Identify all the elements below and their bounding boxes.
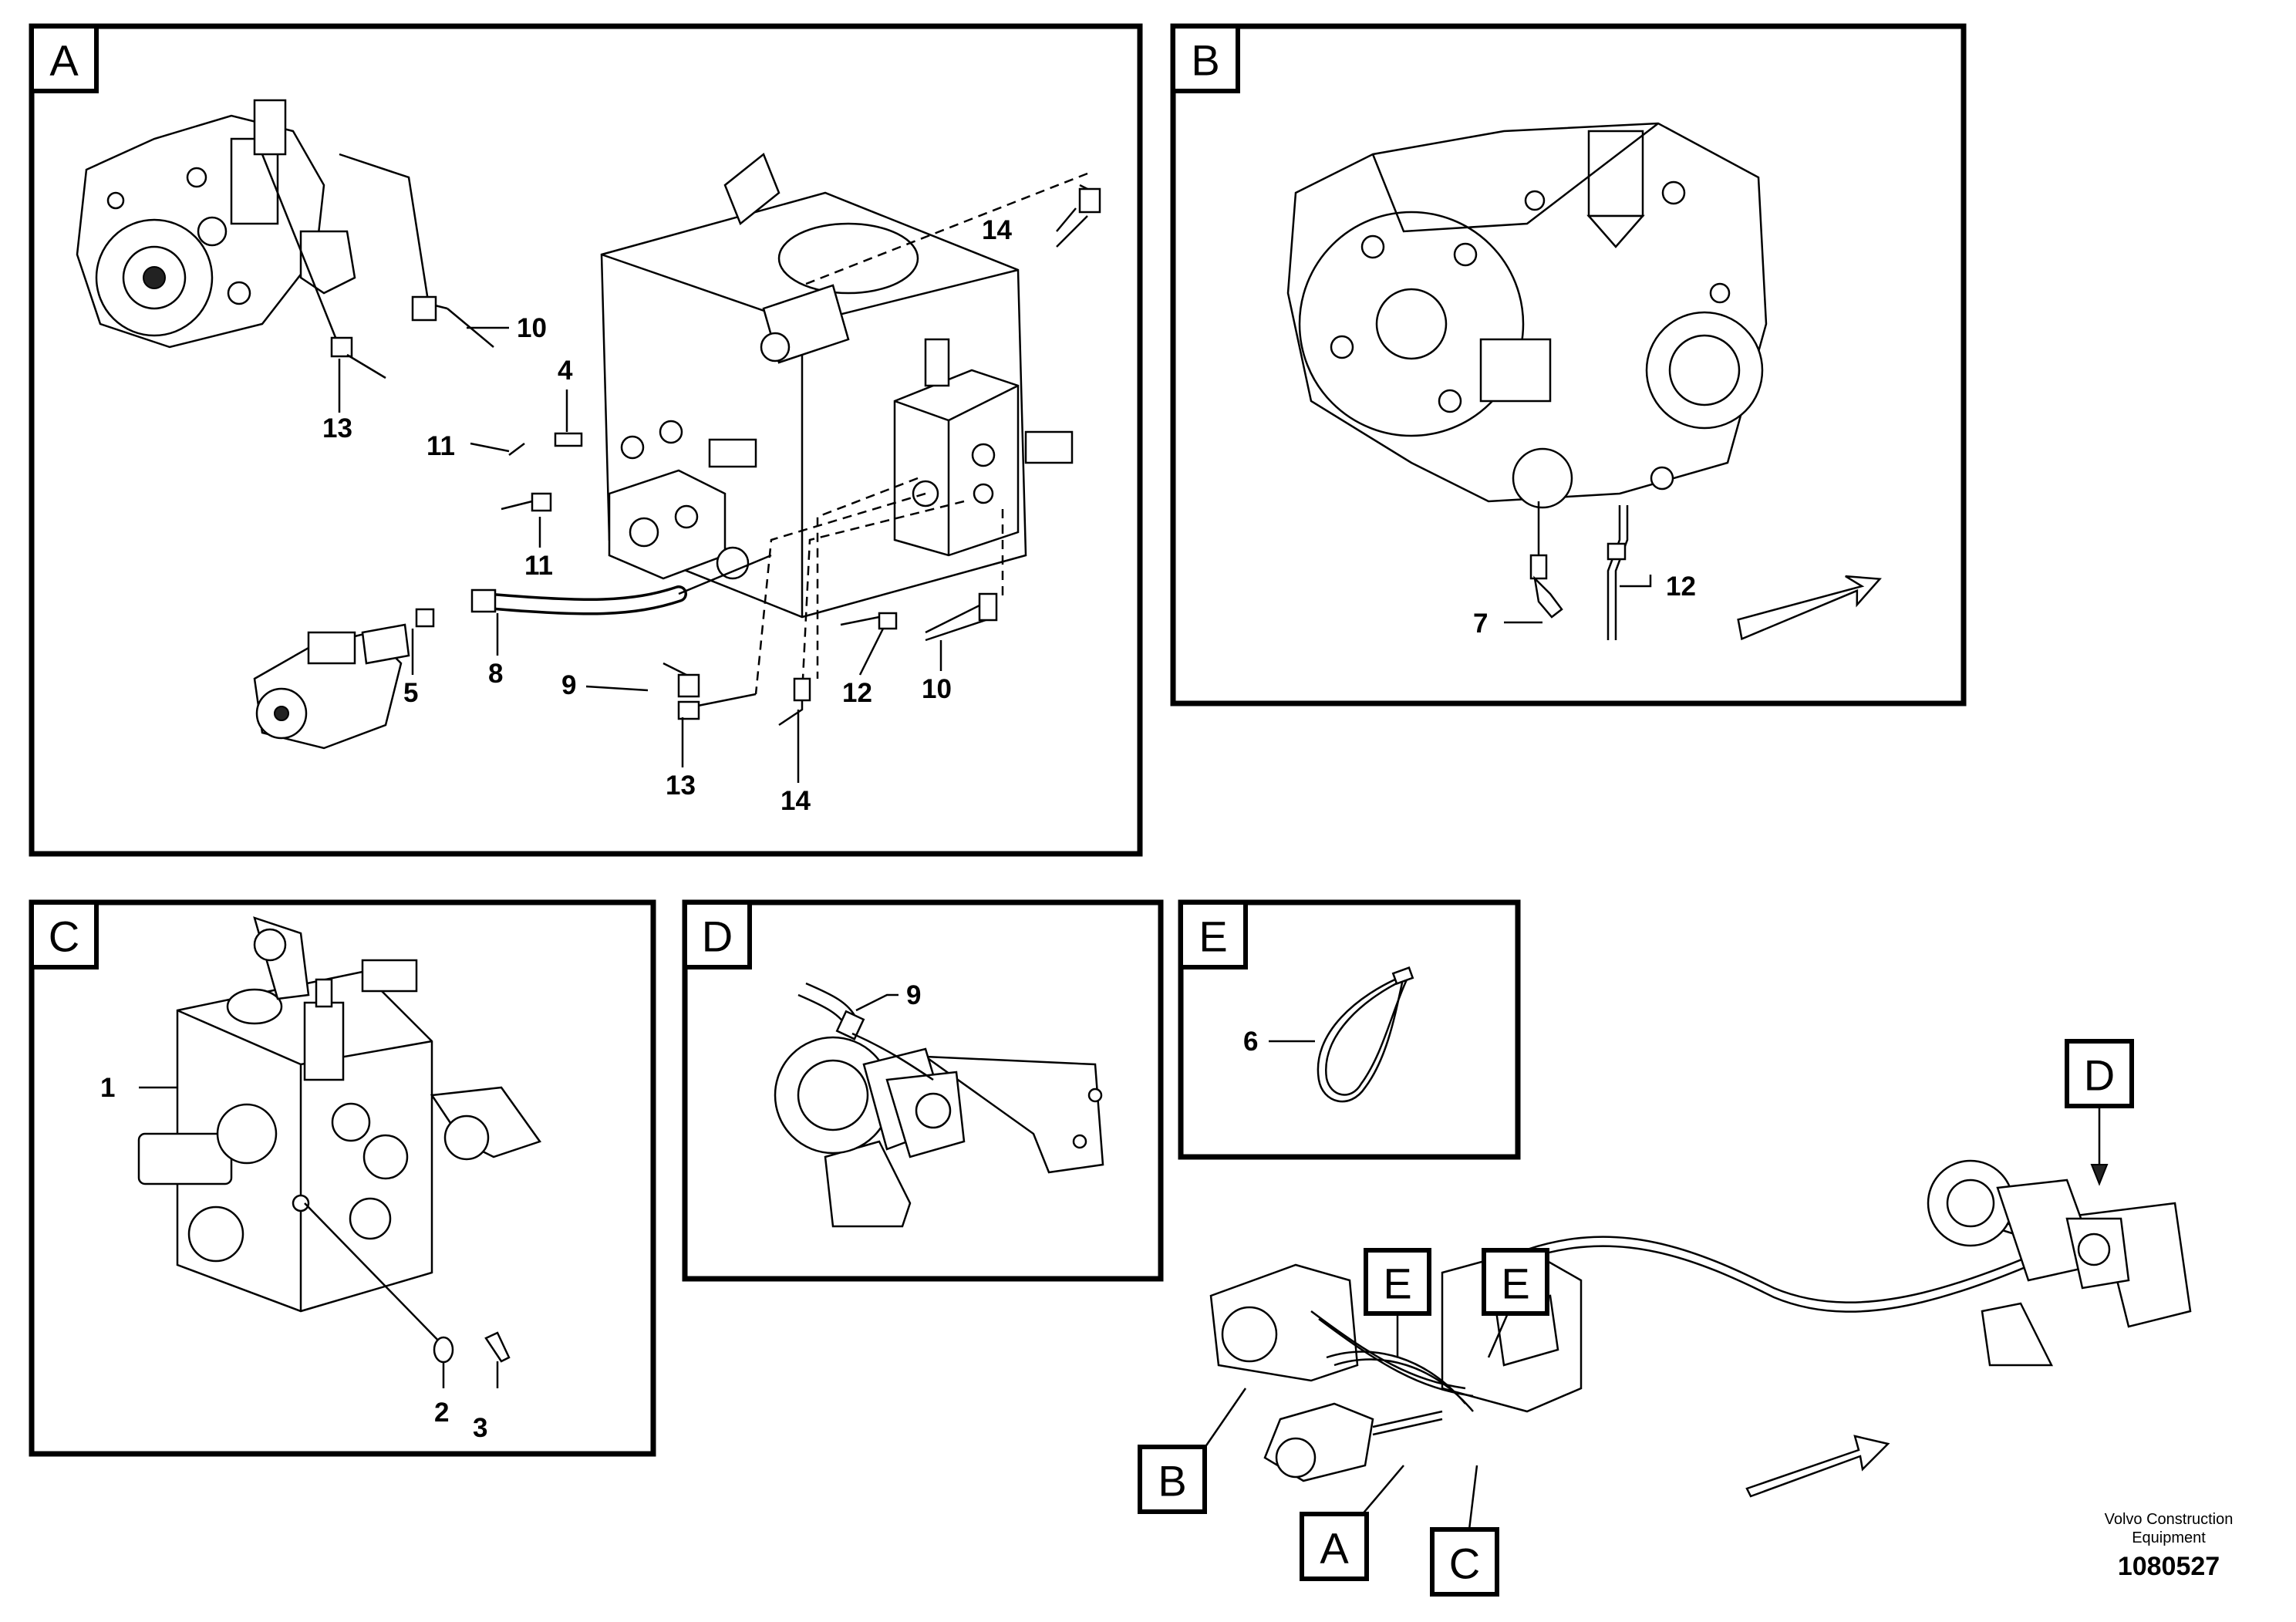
travel-motor-illustration bbox=[774, 1036, 1104, 1228]
panel-a-frame bbox=[29, 23, 1143, 857]
callout-a-10-bottom: 10 bbox=[922, 674, 952, 704]
panel-e-letter: E bbox=[1199, 912, 1227, 961]
callout-a-14-top: 14 bbox=[982, 215, 1012, 245]
panel-b-letter: B bbox=[1191, 36, 1219, 85]
panel-d-letter: D bbox=[702, 912, 733, 961]
callout-a-14-bottom: 14 bbox=[781, 786, 811, 816]
panel-a: A bbox=[29, 23, 1143, 857]
overview-tag-a-letter: A bbox=[1320, 1524, 1349, 1573]
panel-a-tag bbox=[29, 24, 99, 93]
callout-b-12: 12 bbox=[1666, 572, 1696, 602]
callout-a-13: 13 bbox=[322, 413, 352, 443]
panel-c-tag bbox=[29, 900, 99, 969]
overview-tag-e-right-letter: E bbox=[1501, 1259, 1529, 1308]
overview-tag-d-letter: D bbox=[2084, 1051, 2115, 1100]
control-valve-block-illustration bbox=[137, 916, 542, 1313]
callout-a-10: 10 bbox=[517, 313, 547, 343]
direction-arrow-icon bbox=[1737, 575, 1882, 641]
callout-a-4: 4 bbox=[558, 356, 573, 386]
callout-a-11-top: 11 bbox=[426, 431, 455, 461]
panel-b-frame bbox=[1170, 23, 1967, 706]
overview-tag-e-right bbox=[1482, 1248, 1549, 1316]
overview-tag-e-left-letter: E bbox=[1383, 1259, 1411, 1308]
panel-b: B 7 12 bbox=[1170, 23, 1967, 706]
callout-c-3: 3 bbox=[473, 1413, 487, 1443]
callout-d-9: 9 bbox=[906, 980, 921, 1010]
overview-tag-b-letter: B bbox=[1158, 1457, 1186, 1506]
cable-tie-6 bbox=[1317, 973, 1405, 1103]
panel-d-frame bbox=[682, 899, 1164, 1282]
panel-c-frame bbox=[29, 899, 656, 1457]
auxiliary-pump-illustration bbox=[253, 623, 410, 750]
panel-c-letter: C bbox=[49, 912, 79, 961]
panel-a-letter: A bbox=[49, 36, 79, 85]
figure-footer: Volvo Construction Equipment 1080527 bbox=[2105, 1511, 2234, 1581]
callout-a-11-bottom: 11 bbox=[524, 551, 553, 581]
callout-a-9: 9 bbox=[561, 670, 576, 700]
callout-a-8: 8 bbox=[488, 659, 503, 689]
panel-e: E 6 bbox=[1178, 899, 1521, 1160]
callout-a-5: 5 bbox=[403, 678, 418, 708]
manifold-illustration bbox=[608, 469, 750, 580]
drive-pump-illustration bbox=[76, 99, 356, 349]
machine-overview: D E E B A C bbox=[1138, 1039, 2192, 1597]
overview-tag-c bbox=[1430, 1527, 1499, 1597]
brand-line-1: Volvo Construction bbox=[2105, 1511, 2234, 1528]
panel-c: C 1 2 3 bbox=[29, 899, 656, 1457]
figure-number: 1080527 bbox=[2118, 1552, 2220, 1581]
overview-tag-a bbox=[1300, 1512, 1369, 1581]
overview-direction-arrow-icon bbox=[1745, 1435, 1890, 1498]
panel-e-frame bbox=[1178, 899, 1521, 1160]
callout-a-12: 12 bbox=[842, 678, 872, 708]
panel-d-tag bbox=[683, 900, 752, 969]
fitting-5 bbox=[470, 588, 497, 613]
overview-tag-b bbox=[1138, 1445, 1207, 1514]
overview-tag-c-letter: C bbox=[1449, 1539, 1480, 1588]
overview-travel-motor bbox=[1927, 1159, 2192, 1367]
control-valve-illustration bbox=[893, 338, 1074, 557]
panel-d: D 9 bbox=[682, 899, 1164, 1282]
panel-e-tag bbox=[1178, 900, 1248, 969]
brand-line-2: Equipment bbox=[2132, 1529, 2206, 1546]
callout-c-2: 2 bbox=[434, 1398, 449, 1428]
callout-b-7: 7 bbox=[1473, 609, 1488, 639]
callout-e-6: 6 bbox=[1243, 1027, 1258, 1057]
callout-c-1: 1 bbox=[100, 1073, 115, 1103]
callout-a-13-bottom: 13 bbox=[666, 771, 696, 801]
drive-pump-detail-illustration bbox=[1286, 122, 1768, 509]
panel-b-tag bbox=[1171, 24, 1240, 93]
